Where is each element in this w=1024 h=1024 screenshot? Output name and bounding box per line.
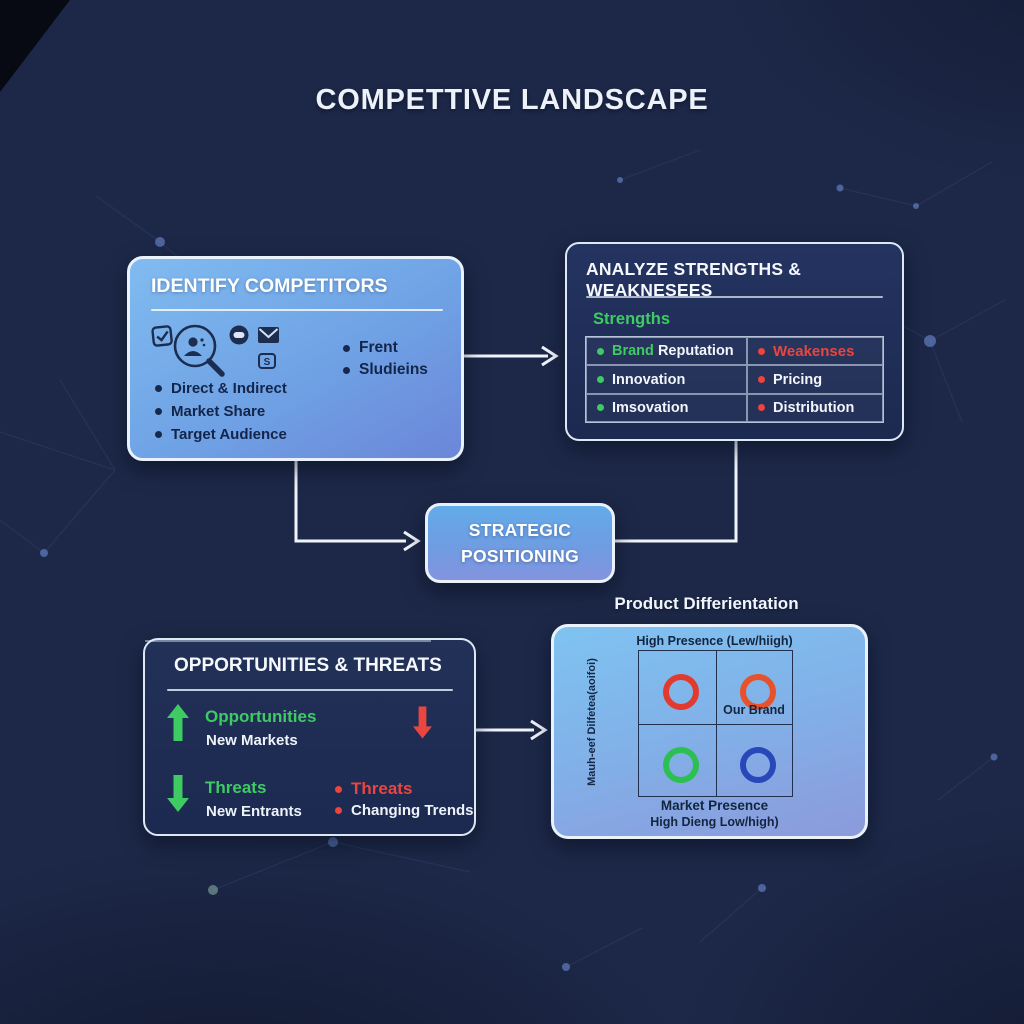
list-item: Changing Trends	[335, 802, 474, 819]
box-title: ANALYZE STRENGTHS & WEAKNESEES	[586, 259, 802, 300]
bullet-icon	[597, 404, 604, 412]
product-differentiation-box: High Presence (Lew/hiigh) Mauh-eef Dilfe…	[551, 624, 868, 839]
strengths-label: Strengths	[593, 310, 671, 328]
down-arrow-icon	[167, 775, 189, 812]
envelope-icon	[258, 327, 279, 343]
bottom-axis-label: Market Presence	[660, 798, 769, 813]
s-badge-letter: S	[264, 357, 271, 368]
bullet-icon	[597, 347, 604, 355]
box-title-line1: STRATEGIC	[468, 520, 572, 540]
connector-analyze-to-strategic	[611, 437, 738, 543]
cell-text-em: Brand	[612, 343, 654, 360]
list-item-label: Changing Trends	[351, 802, 474, 819]
bullet-icon	[343, 344, 350, 352]
bullet-icon	[155, 385, 162, 392]
bullet-icon	[758, 376, 765, 384]
left-axis-label: Mauh-eef Dilfetea(aoifoi)	[586, 658, 598, 786]
swot-table: Brand Reputation Weakenses Innovation Pr…	[585, 336, 884, 424]
table-cell: Weakenses	[747, 337, 883, 366]
cell-text: Weakenses	[773, 342, 855, 360]
table-cell: Distribution	[747, 393, 883, 423]
box-title-line2: POSITIONING	[460, 546, 580, 566]
bullet-icon	[343, 366, 350, 374]
divider	[586, 296, 883, 298]
threats-label-red: Threats	[351, 779, 413, 798]
identify-competitors-box: IDENTIFY COMPETITORS	[127, 256, 464, 461]
arrowhead-icon	[541, 345, 559, 367]
bottom-axis-sublabel: High Dieng Low/high)	[650, 815, 779, 829]
bullet-icon	[155, 431, 162, 438]
table-cell: Innovation	[586, 365, 747, 394]
cell-text: Distribution	[773, 399, 855, 416]
box-title: IDENTIFY COMPETITORS	[151, 275, 388, 297]
table-cell: Imsovation	[586, 393, 747, 423]
matrix-title: Product Differientation	[614, 594, 799, 613]
top-axis-label: High Presence (Lew/hiigh)	[636, 634, 793, 648]
list-item: Market Share	[155, 403, 265, 420]
identify-icon-cluster: S	[151, 324, 279, 377]
analyze-strengths-weaknesses-box: ANALYZE STRENGTHS & WEAKNESEES Strengths…	[565, 242, 904, 441]
magnifier-person-icon	[173, 324, 225, 377]
checkbox-icon	[151, 325, 173, 347]
opportunities-sublabel: New Markets	[206, 732, 298, 749]
flow-item: Frent	[343, 339, 398, 357]
divider	[167, 689, 453, 691]
threats-label-green: Threats	[205, 778, 267, 797]
list-item: Target Audience	[155, 426, 287, 443]
cell-text: Innovation	[612, 371, 686, 388]
cell-text: Reputation	[657, 343, 734, 360]
list-item-label: Target Audience	[171, 426, 287, 443]
bullet-icon	[335, 785, 342, 793]
list-item-label: Market Share	[171, 403, 266, 420]
opportunities-label: Opportunities	[205, 707, 317, 726]
grid-line	[639, 723, 792, 726]
divider	[151, 309, 443, 311]
table-cell: Pricing	[747, 365, 883, 394]
s-badge-icon: S	[258, 353, 276, 369]
circle-icon	[229, 325, 249, 345]
our-brand-label: Our Brand	[723, 703, 785, 717]
connector-identify-to-strategic	[294, 455, 406, 543]
flow-item-label: Sludieins	[359, 361, 428, 378]
bullet-icon	[335, 807, 342, 814]
arrowhead-icon	[530, 719, 548, 741]
cell-text: Pricing	[773, 371, 823, 388]
competitor-ring-bottom-left	[663, 747, 699, 783]
our-brand-ring-top-right	[740, 674, 776, 710]
bullet-icon	[758, 347, 765, 355]
threats-sublabel: New Entrants	[206, 803, 302, 820]
quadrant-grid: Our Brand	[638, 650, 793, 797]
divider	[145, 640, 431, 642]
bullet-icon	[597, 376, 604, 384]
down-arrow-icon	[413, 706, 432, 739]
arrowhead-icon	[403, 530, 421, 552]
list-item: Threats	[335, 779, 412, 799]
table-cell: Brand Reputation	[586, 337, 747, 366]
box-title: OPPORTUNITIES & THREATS	[174, 655, 442, 676]
flow-item: Sludieins	[343, 361, 428, 379]
up-arrow-icon	[167, 704, 189, 741]
flow-item-label: Frent	[359, 339, 398, 356]
competitor-ring-top-left	[663, 674, 699, 710]
bullet-icon	[155, 408, 162, 415]
page-title: COMPETTIVE LANDSCAPE	[315, 84, 709, 116]
strategic-positioning-box: STRATEGIC POSITIONING	[425, 503, 615, 583]
list-item-label: Direct & Indirect	[171, 380, 287, 397]
cell-text: Imsovation	[612, 399, 689, 416]
list-item: Direct & Indirect	[155, 380, 287, 397]
competitor-ring-bottom-right	[740, 747, 776, 783]
bullet-icon	[758, 404, 765, 412]
opportunities-threats-box: OPPORTUNITIES & THREATS Opportunities Ne…	[143, 638, 476, 836]
